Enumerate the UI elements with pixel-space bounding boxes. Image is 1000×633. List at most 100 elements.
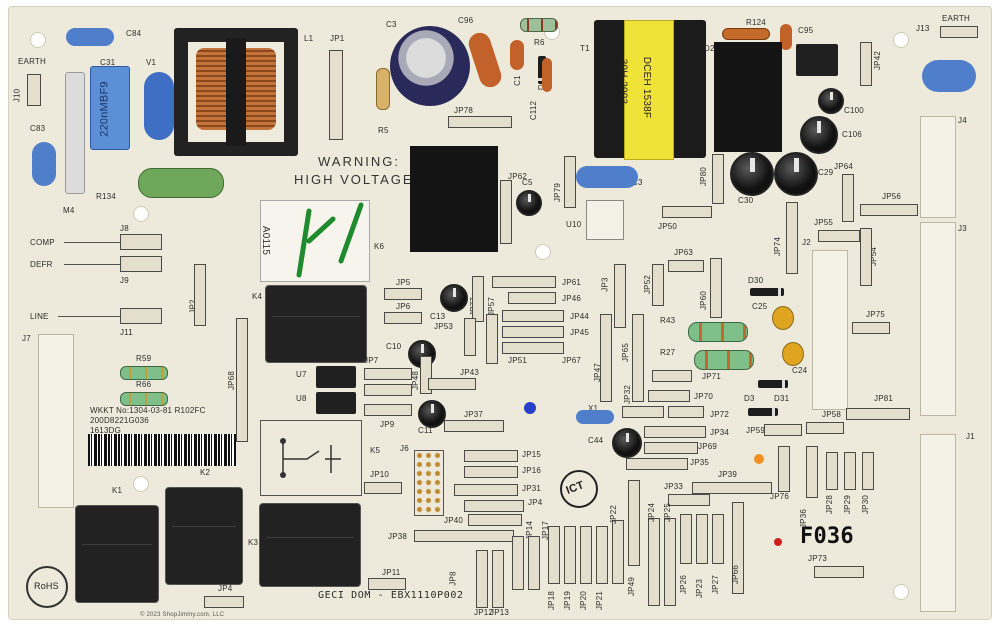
sticker-serial: 200D8221G036: [90, 416, 149, 425]
d30-label: D30: [748, 276, 764, 285]
jumper-jp11: [368, 578, 406, 590]
ict-stamp: ICT: [560, 470, 598, 508]
defr-label: DEFR: [30, 260, 53, 269]
jp27-label: JP27: [711, 574, 721, 595]
relay-k1: [76, 506, 158, 602]
capacitor-c25: [772, 306, 794, 330]
jp39-label: JP39: [718, 470, 738, 479]
resistor-r5: [376, 68, 390, 110]
t1-label: T1: [580, 44, 590, 53]
jumper-jp45: [502, 326, 564, 338]
diode-d3: [748, 408, 778, 416]
jumper-jp62: [500, 180, 512, 244]
jumper-jp78: [448, 116, 512, 128]
regulator-ic: [796, 44, 838, 76]
jumper-jp76: [778, 446, 790, 492]
c31-label: C31: [100, 58, 116, 67]
jumper-jp71: [652, 370, 692, 382]
c24-label: C24: [792, 366, 808, 375]
jumper-jp55: [818, 230, 860, 242]
jumper-jp22: [612, 520, 624, 584]
jumper-jp36a: [806, 446, 818, 498]
jumper-jp2: [194, 264, 206, 326]
jp5-label: JP5: [396, 278, 411, 287]
u10-label: U10: [566, 220, 582, 229]
warning-line1: WARNING:: [318, 154, 400, 169]
jumper-jp54: [860, 228, 872, 286]
j13-label: J13: [916, 24, 930, 33]
jumper-jp1: [329, 50, 343, 140]
jp12-label: JP12: [474, 608, 494, 617]
jumper-jp47: [600, 314, 612, 402]
relay-k5-symbol: [280, 438, 341, 478]
relay-k6: A0115: [260, 200, 370, 282]
jumper-jp33: [668, 494, 710, 506]
jumper-jp43: [428, 378, 476, 390]
jumper-jp25: [664, 518, 676, 606]
jp23-label: JP23: [695, 578, 705, 599]
capacitor-c3-large: [390, 26, 470, 106]
jumper-jp39: [692, 482, 772, 494]
jp72-label: JP72: [710, 410, 730, 419]
optocoupler-u8: [316, 392, 356, 414]
jumper-jp4b: [464, 500, 524, 512]
jp62-label: JP62: [508, 172, 528, 181]
jumper-jp69: [644, 442, 698, 454]
crystal-x1: [576, 410, 614, 424]
jp3-label: JP3: [600, 277, 610, 292]
k2-label: K2: [200, 468, 211, 477]
jp43-label: JP43: [460, 368, 480, 377]
jp74-label: JP74: [773, 236, 783, 257]
copyright: © 2023 ShopJimmy.com, LLC: [140, 612, 225, 618]
capacitor-c95: [780, 24, 792, 50]
c10-label: C10: [386, 342, 402, 351]
jumper-jp17: [528, 536, 540, 590]
resistor-r59: [120, 366, 168, 380]
jumper-jp10: [364, 482, 402, 494]
d20-label: D20: [704, 44, 720, 53]
connector-j3: [920, 222, 956, 416]
k3-label: K3: [248, 538, 259, 547]
c3-label: C3: [386, 20, 397, 29]
jp53-label: JP53: [434, 322, 454, 331]
j10-label: J10: [12, 88, 22, 103]
jp48-label: JP48: [411, 370, 421, 391]
board-id: GECI DOM - EBX1110P002: [318, 590, 464, 601]
resistor-r6: [520, 18, 558, 32]
jp18-label: JP18: [547, 590, 557, 611]
jp8-label: JP8: [448, 571, 458, 586]
m4-label: M4: [63, 206, 75, 215]
jumper-jp79: [564, 156, 576, 208]
jp25-label: JP25: [663, 502, 673, 523]
relay-k2: [166, 488, 242, 584]
capacitor-c84: [66, 28, 114, 46]
jp38-label: JP38: [388, 532, 408, 541]
connector-j7: [38, 334, 74, 508]
jumper-jp38: [414, 530, 514, 542]
c84-label: C84: [126, 29, 142, 38]
jumper-jp51-bar: [502, 342, 564, 354]
jumper-jp14: [512, 536, 524, 590]
heatsink-t1: [714, 42, 782, 152]
r5-label: R5: [378, 126, 389, 135]
jumper-jp44: [502, 310, 564, 322]
jp7-label: JP7: [364, 356, 379, 365]
jp51-label: JP51: [508, 356, 528, 365]
jumper-jp58: [806, 422, 844, 434]
relay-k3: [260, 504, 360, 586]
capacitor-c112: [542, 58, 552, 92]
earth-left-label: EARTH: [18, 57, 46, 66]
jp21-label: JP21: [595, 590, 605, 611]
c5-label: C5: [522, 178, 533, 187]
jp4-label: JP4: [218, 584, 233, 593]
jp11-label: JP11: [382, 568, 401, 577]
jumper-jp18: [548, 526, 560, 584]
k6-label: K6: [374, 242, 385, 251]
sticker-wkkt: WKKT No:1304-03-81 R102FC: [90, 406, 206, 415]
jumper-jp21: [596, 526, 608, 584]
r27-label: R27: [660, 348, 676, 357]
connector-j11: [120, 308, 162, 324]
jp61-label: JP61: [562, 278, 582, 287]
capacitor-c83: [32, 142, 56, 186]
warning-line2: HIGH VOLTAGE: [294, 172, 414, 187]
